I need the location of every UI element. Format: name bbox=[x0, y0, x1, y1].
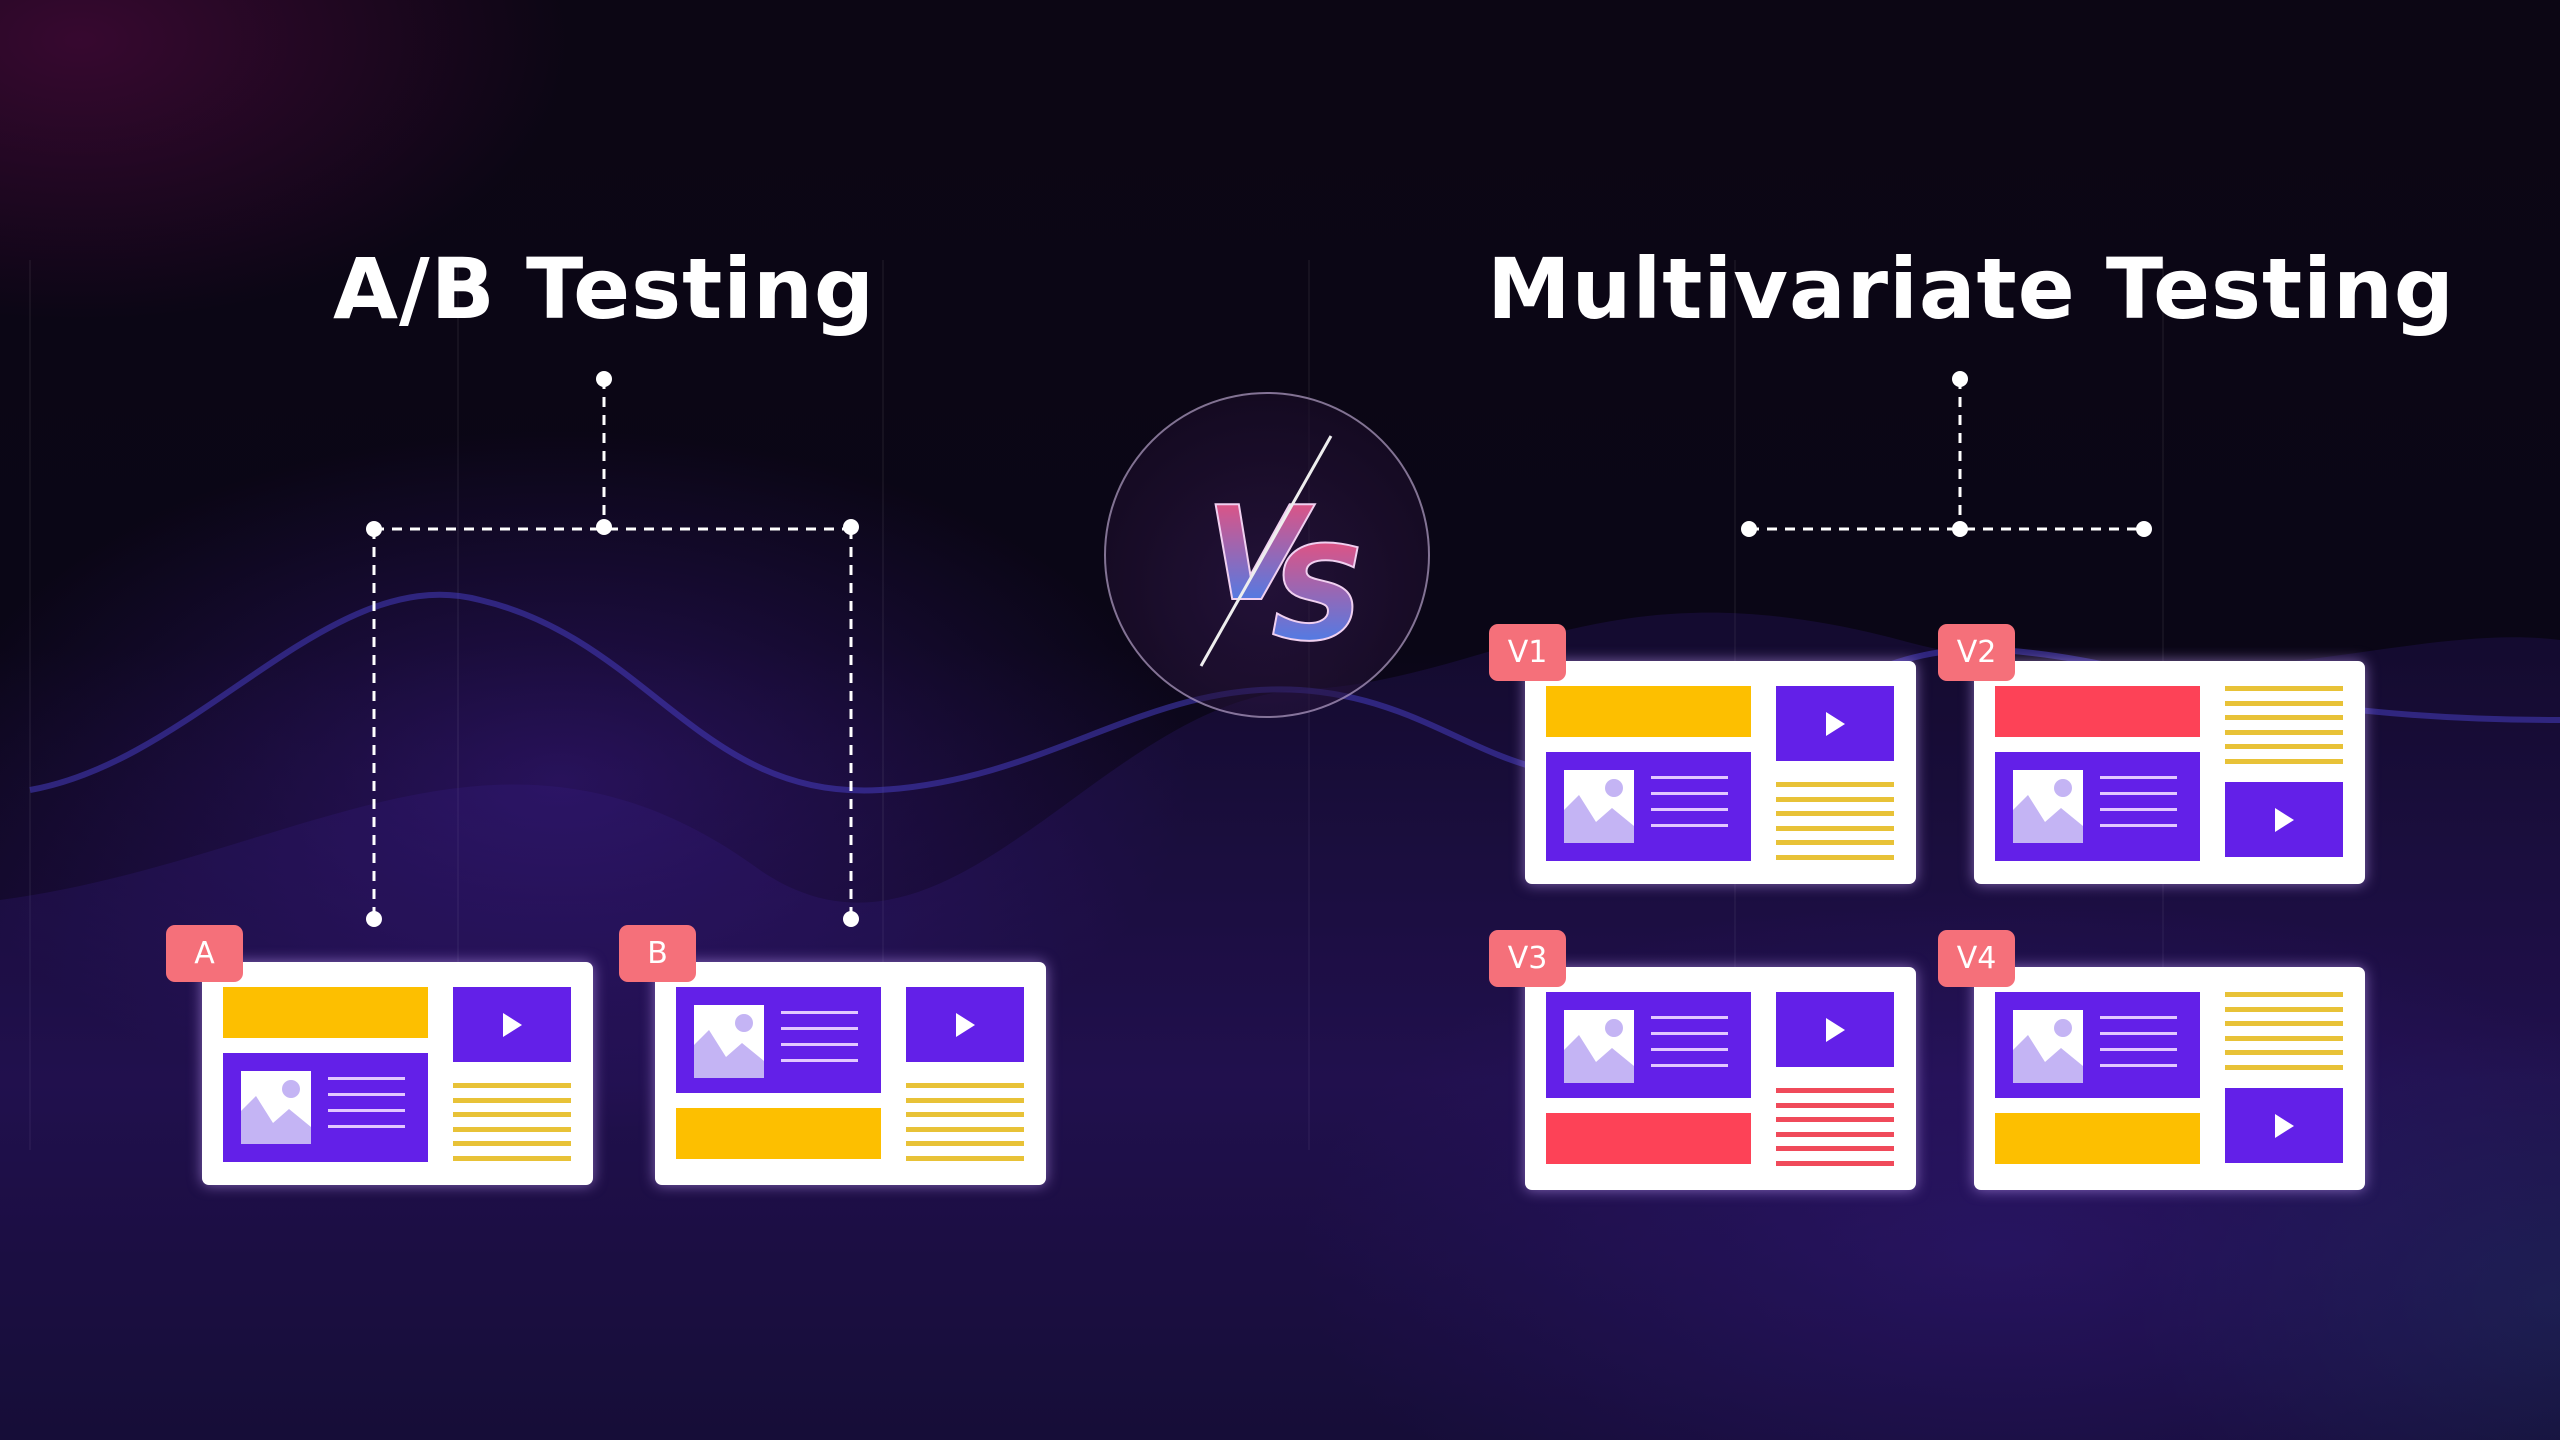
image-icon bbox=[1564, 770, 1634, 843]
text-lines bbox=[2100, 776, 2177, 840]
headline-bar bbox=[1995, 686, 2200, 737]
image-text-block bbox=[1995, 992, 2200, 1098]
variant-card-v2: V2 bbox=[1938, 624, 2365, 884]
text-lines bbox=[2225, 992, 2343, 1070]
video-block bbox=[1776, 686, 1894, 761]
video-block bbox=[1776, 992, 1894, 1067]
text-lines bbox=[1776, 1088, 1894, 1166]
grid-line bbox=[882, 260, 884, 1150]
vs-logo-icon: V S bbox=[1199, 435, 1366, 671]
text-lines bbox=[328, 1077, 405, 1141]
image-text-block bbox=[223, 1053, 428, 1162]
variant-label: B bbox=[619, 925, 696, 982]
connector-dot bbox=[1952, 371, 1968, 387]
connector-dot bbox=[2136, 521, 2152, 537]
variant-label: V1 bbox=[1489, 624, 1566, 681]
connector-dot bbox=[596, 519, 612, 535]
image-text-block bbox=[1995, 752, 2200, 861]
play-icon bbox=[956, 1012, 975, 1037]
image-text-block bbox=[676, 987, 881, 1093]
video-block bbox=[453, 987, 571, 1062]
video-block bbox=[2225, 1088, 2343, 1163]
svg-text:S: S bbox=[1271, 518, 1365, 670]
variant-label: V4 bbox=[1938, 930, 2015, 987]
connector-dot bbox=[366, 911, 382, 927]
connector-dot bbox=[596, 371, 612, 387]
headline-bar bbox=[1995, 1113, 2200, 1164]
variant-label: V3 bbox=[1489, 930, 1566, 987]
text-lines bbox=[906, 1083, 1024, 1161]
image-icon bbox=[1564, 1010, 1634, 1083]
variant-label: A bbox=[166, 925, 243, 982]
play-icon bbox=[503, 1012, 522, 1037]
connector-dot bbox=[843, 911, 859, 927]
headline-bar bbox=[223, 987, 428, 1038]
headline-bar bbox=[1546, 1113, 1751, 1164]
text-lines bbox=[1651, 1016, 1728, 1080]
text-lines bbox=[2225, 686, 2343, 764]
image-icon bbox=[2013, 770, 2083, 843]
variant-card-v1: V1 bbox=[1489, 624, 1916, 884]
image-icon bbox=[241, 1071, 311, 1144]
connector-dot bbox=[1952, 521, 1968, 537]
text-lines bbox=[1651, 776, 1728, 840]
connector-dot bbox=[843, 519, 859, 535]
connector-dot bbox=[366, 521, 382, 537]
connector-dot bbox=[1741, 521, 1757, 537]
grid-line bbox=[457, 260, 459, 1150]
headline-bar bbox=[1546, 686, 1751, 737]
grid-line bbox=[29, 260, 31, 1150]
variant-card-a: A bbox=[166, 925, 593, 1185]
variant-card-v4: V4 bbox=[1938, 930, 2365, 1190]
play-icon bbox=[2275, 1113, 2294, 1138]
play-icon bbox=[2275, 807, 2294, 832]
svg-text:V: V bbox=[1206, 478, 1316, 630]
image-icon bbox=[694, 1005, 764, 1078]
text-lines bbox=[1776, 782, 1894, 860]
variant-card-b: B bbox=[619, 925, 1046, 1185]
text-lines bbox=[781, 1011, 858, 1075]
headline-bar bbox=[676, 1108, 881, 1159]
image-text-block bbox=[1546, 752, 1751, 861]
image-text-block bbox=[1546, 992, 1751, 1098]
play-icon bbox=[1826, 711, 1845, 736]
variant-label: V2 bbox=[1938, 624, 2015, 681]
multivariate-testing-title: Multivariate Testing bbox=[1487, 240, 2455, 338]
play-icon bbox=[1826, 1017, 1845, 1042]
ab-testing-title: A/B Testing bbox=[333, 240, 875, 338]
video-block bbox=[2225, 782, 2343, 857]
image-icon bbox=[2013, 1010, 2083, 1083]
text-lines bbox=[453, 1083, 571, 1161]
variant-card-v3: V3 bbox=[1489, 930, 1916, 1190]
text-lines bbox=[2100, 1016, 2177, 1080]
video-block bbox=[906, 987, 1024, 1062]
vs-badge: V S bbox=[1104, 392, 1430, 718]
